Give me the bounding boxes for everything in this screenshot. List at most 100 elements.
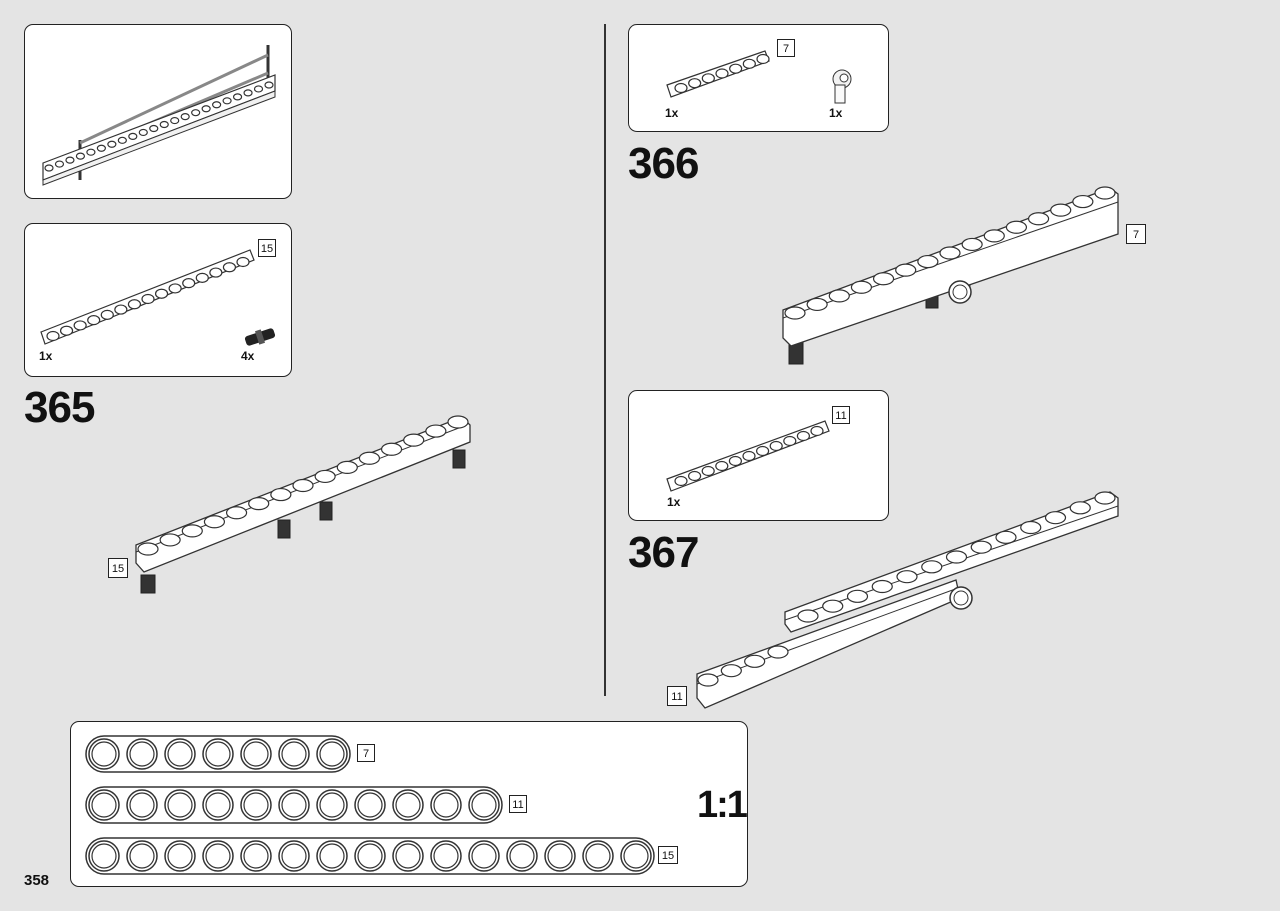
beam-hole — [425, 424, 447, 438]
beam-hole — [715, 68, 729, 79]
beam-hole — [995, 530, 1017, 544]
beam-hole — [168, 283, 182, 294]
beam-hole — [1020, 520, 1042, 535]
beam-hole — [181, 524, 203, 538]
beam-hole — [232, 93, 243, 101]
ruler-beam-hole — [357, 843, 383, 869]
beam-hole — [96, 144, 106, 152]
ruler-beam-hole — [91, 843, 117, 869]
ruler-beam-hole — [243, 843, 269, 869]
ruler-beam-hole — [129, 792, 155, 818]
beam-hole — [209, 267, 223, 278]
beam-hole — [828, 289, 850, 303]
step-367-assembly-illustration — [696, 491, 1119, 709]
beam-hole — [810, 425, 824, 437]
beam-hole — [895, 263, 917, 277]
page-number: 358 — [24, 872, 50, 889]
ruler-beam-hole — [471, 843, 497, 869]
beam-hole — [688, 78, 702, 89]
beam-hole — [128, 132, 138, 140]
beam-hole — [939, 246, 961, 260]
beam-hole — [243, 89, 253, 97]
beam-hole — [697, 673, 719, 687]
beam-hole — [248, 497, 270, 511]
beam-hole — [225, 506, 248, 520]
beam-hole — [742, 58, 756, 69]
beam-7-part-icon — [666, 50, 770, 98]
beam-hole — [1027, 212, 1050, 226]
beam-hole — [222, 262, 237, 273]
beam-hole — [729, 63, 743, 74]
beam-hole — [1069, 501, 1091, 515]
beam-hole — [822, 599, 844, 613]
beam-hole — [701, 73, 715, 84]
beam-hole — [961, 237, 983, 252]
beam-hole — [1094, 491, 1116, 505]
beam-hole — [767, 645, 789, 659]
beam-hole — [744, 654, 766, 668]
beam-hole — [253, 85, 264, 93]
beam-11-part-icon — [666, 420, 830, 492]
beam-hole — [107, 140, 117, 148]
ruler-beam-hole — [433, 792, 459, 818]
ruler-beam-hole — [91, 792, 117, 818]
beam-hole — [447, 415, 469, 429]
beam-hole — [154, 288, 169, 299]
ruler-beam-hole — [509, 843, 535, 869]
ruler-beam-hole — [319, 843, 345, 869]
ruler-beam-hole — [167, 843, 193, 869]
ruler-beam-hole — [357, 792, 383, 818]
beam-hole — [292, 478, 314, 493]
beam-hole — [970, 540, 992, 554]
beam-hole — [850, 280, 873, 294]
beam-hole — [783, 435, 797, 447]
ruler-beam-length-label: 15 — [658, 846, 678, 864]
connector-part-icon — [832, 69, 852, 104]
ruler-beam-hole — [167, 741, 193, 767]
beam-hole — [182, 278, 196, 289]
ruler-beam-hole — [205, 843, 231, 869]
beam-hole — [314, 469, 336, 484]
beam-hole — [1005, 220, 1028, 234]
beam-hole — [403, 433, 425, 447]
beam-hole — [195, 272, 209, 283]
step-number: 365 — [24, 383, 95, 432]
ruler-beam-hole — [205, 741, 231, 767]
ruler-beam-hole — [319, 792, 345, 818]
beam-hole — [159, 533, 181, 547]
scale-ruler-panel: 7 11 15 — [70, 721, 748, 887]
ruler-beam-length-label: 11 — [509, 795, 527, 813]
ruler-beams — [85, 735, 655, 875]
ruler-beam-hole — [167, 792, 193, 818]
ruler-beam-hole — [281, 843, 307, 869]
beam-hole — [159, 120, 169, 129]
beam-hole — [380, 442, 403, 456]
beam-hole — [54, 160, 65, 168]
ruler-beam-hole — [281, 741, 307, 767]
beam-hole — [358, 451, 381, 465]
ruler-beam-hole — [243, 741, 269, 767]
beam-hole — [114, 304, 128, 315]
beam-hole — [180, 113, 190, 121]
ruler-beam-hole — [395, 792, 421, 818]
ruler-beam-hole — [319, 741, 345, 767]
beam-hole — [149, 124, 159, 133]
beam-hole — [769, 440, 783, 452]
beam-hole — [222, 97, 232, 105]
beam-hole — [117, 136, 127, 144]
ruler-beam-hole — [281, 792, 307, 818]
beam-length-callout: 7 — [1126, 224, 1146, 244]
ruler-beam-hole — [243, 792, 269, 818]
beam-hole — [715, 460, 729, 472]
part-quantity: 1x — [667, 495, 681, 509]
beam-hole — [236, 256, 250, 268]
beam-hole — [1072, 194, 1094, 209]
beam-hole — [203, 515, 226, 529]
step-365-assembly-illustration — [135, 415, 471, 594]
beam-hole — [1050, 203, 1072, 217]
beam-hole — [46, 330, 60, 342]
beam-hole — [945, 550, 968, 564]
previous-assembly-illustration — [42, 45, 276, 186]
beam-hole — [983, 229, 1005, 243]
beam-hole — [674, 82, 688, 94]
